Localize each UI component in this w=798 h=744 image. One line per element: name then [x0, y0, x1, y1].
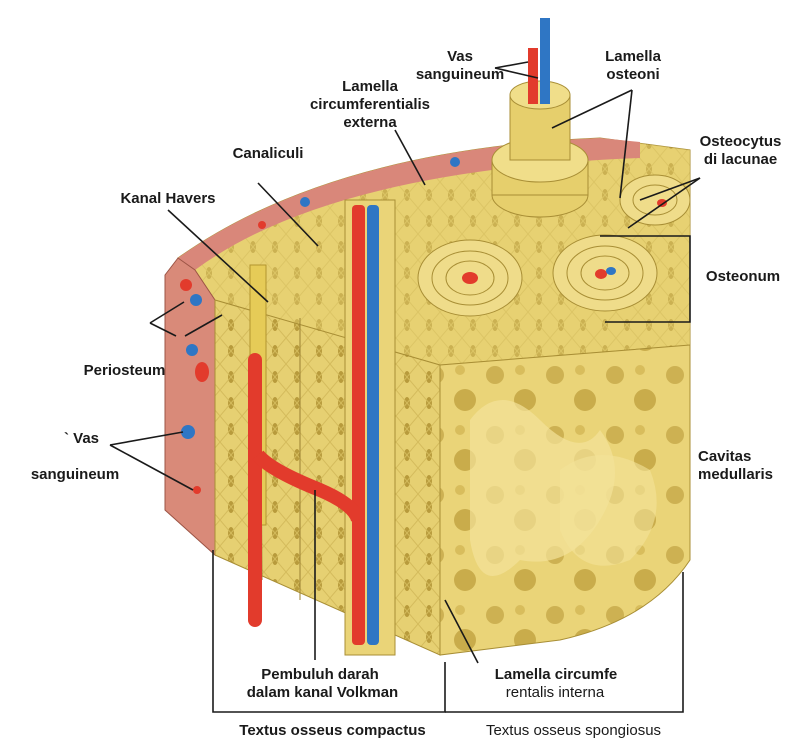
label-pembuluh-1: Pembuluh darah — [250, 666, 390, 684]
label-osteocytus-1: Osteocytus — [693, 133, 788, 151]
label-cavitas-2: medullaris — [698, 466, 788, 484]
label-vas-sanguineum-left-2: sanguineum — [20, 466, 130, 484]
label-osteonum: Osteonum — [698, 268, 788, 286]
label-textus-spongiosus: Textus osseus spongiosus — [466, 722, 681, 740]
label-lamella-osteoni-1: Lamella — [598, 48, 668, 66]
label-canaliculi: Canaliculi — [228, 145, 308, 163]
label-lamella-osteoni-2: osteoni — [598, 66, 668, 84]
label-osteocytus-2: di lacunae — [693, 151, 788, 169]
label-vas-sanguineum-top-1: Vas — [435, 48, 485, 66]
label-kanal-havers: Kanal Havers — [108, 190, 228, 208]
label-lamella-circ-int-2: rentalis interna — [490, 684, 620, 702]
label-pembuluh-2: dalam kanal Volkman — [240, 684, 405, 702]
label-lamella-circ-ext-2: circumferentialis — [295, 96, 445, 114]
spongy-bone-section — [440, 345, 690, 655]
label-cavitas-1: Cavitas — [698, 448, 778, 466]
label-periosteum: Periosteum — [72, 362, 177, 380]
label-vas-sanguineum-left-1: ` Vas — [64, 430, 124, 448]
label-lamella-circ-int-1: Lamella circumfe — [486, 666, 626, 684]
label-lamella-circ-ext-3: externa — [330, 114, 410, 132]
label-textus-compactus: Textus osseus compactus — [225, 722, 440, 740]
osteon-back — [620, 175, 690, 225]
label-lamella-circ-ext-1: Lamella — [335, 78, 405, 96]
label-vas-sanguineum-top-2: sanguineum — [405, 66, 515, 84]
osteon-left — [418, 240, 522, 316]
osteon-right — [553, 235, 657, 311]
